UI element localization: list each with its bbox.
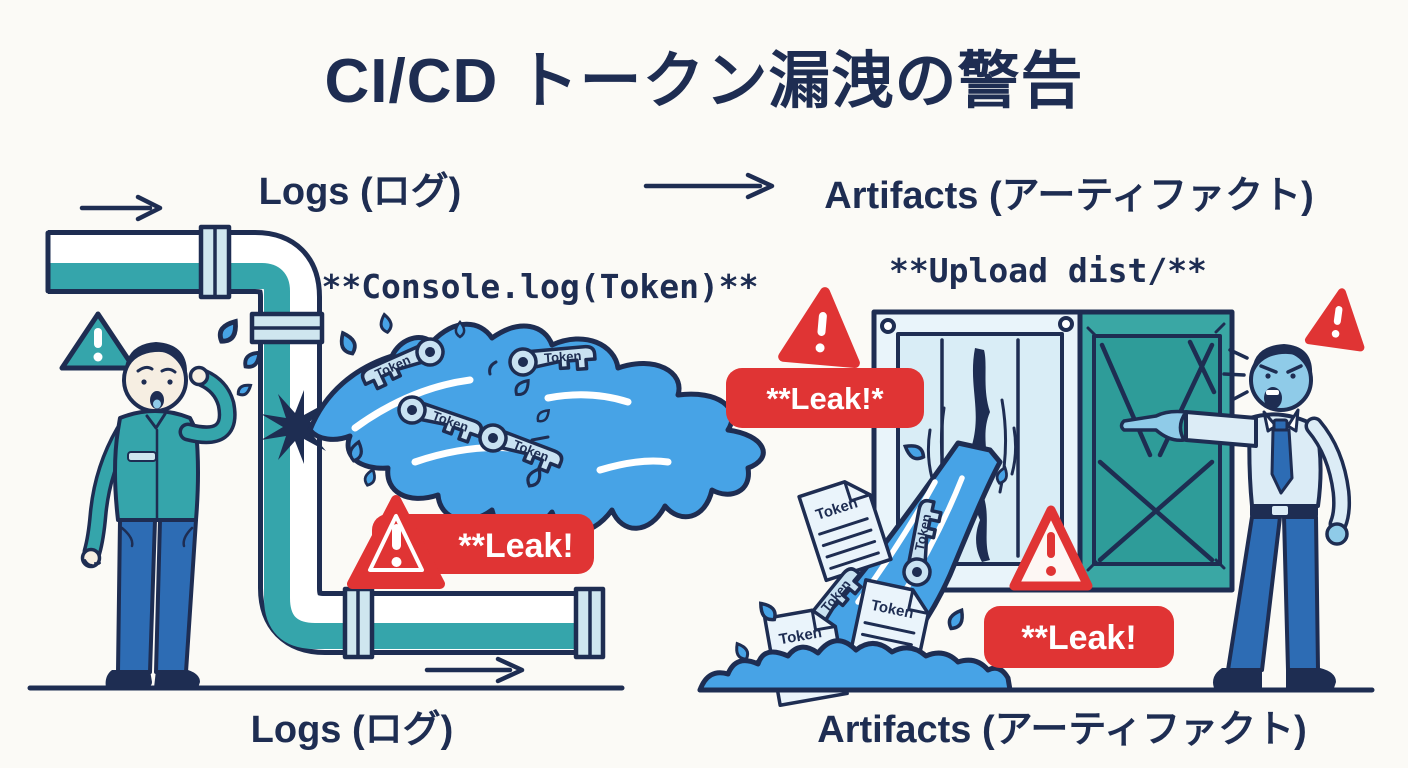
top-flow-row: Logs (ログ) Artifacts (アーティファクト) <box>79 171 1314 222</box>
fingers <box>84 559 101 566</box>
shoe <box>1213 668 1262 688</box>
leak-badge-artifact-bottom: **Leak! <box>984 505 1174 668</box>
crack-echo-lines <box>926 398 1018 494</box>
shoe <box>105 670 152 688</box>
belt-buckle <box>1272 506 1288 515</box>
eye <box>1290 373 1296 379</box>
exclamation-dot <box>93 352 103 362</box>
bolt <box>880 318 896 334</box>
splash-body <box>307 321 766 536</box>
inflow-arrow-icon <box>79 194 163 222</box>
pipe-coupling <box>198 224 232 300</box>
exclamation-dot <box>1046 566 1056 576</box>
tie <box>1270 428 1294 495</box>
hair <box>1251 344 1313 378</box>
crate-braces <box>1097 339 1217 563</box>
splash-droplets <box>339 312 551 488</box>
exclamation-dot <box>815 343 825 353</box>
hair <box>124 342 187 378</box>
page-title: CI/CD トークン漏洩の警告 <box>324 47 1083 116</box>
angry-developer <box>1119 288 1365 688</box>
exclamation-dot <box>1331 329 1340 338</box>
key-hole <box>912 567 922 577</box>
mouth-inner <box>153 399 161 409</box>
exclamation-mark <box>94 328 102 348</box>
key-hole <box>407 405 417 415</box>
token-key: Token <box>397 395 484 444</box>
worried-developer <box>59 311 262 688</box>
exclamation-mark <box>392 524 401 550</box>
water-puddle <box>697 638 1013 693</box>
token-key: Token <box>508 344 597 377</box>
bottom-label-artifacts: Artifacts (アーティファクト) <box>817 709 1306 751</box>
sweat-drops <box>217 318 262 397</box>
badge-pill <box>726 368 924 428</box>
bottom-label-logs: Logs (ログ) <box>251 709 454 751</box>
flow-arrow-icon <box>643 172 775 200</box>
doc-lines <box>818 517 880 570</box>
leg <box>1282 515 1320 672</box>
doc-lines <box>855 621 916 670</box>
chest-pocket <box>127 451 157 462</box>
angry-eyebrows <box>1259 364 1303 374</box>
top-label-logs: Logs (ログ) <box>259 171 462 213</box>
teeth <box>1266 390 1279 395</box>
upload-dist-annotation: **Upload dist/** <box>889 251 1207 290</box>
raised-arm-sleeve <box>182 372 234 441</box>
pipe-crack-burst <box>261 390 335 464</box>
token-document: Token <box>797 480 893 583</box>
pipe-coupling <box>249 311 325 345</box>
pipe-water-stripe <box>48 263 600 649</box>
top-label-artifacts: Artifacts (アーティファクト) <box>824 175 1313 217</box>
leak-badge-artifact-top: **Leak!* <box>726 287 924 428</box>
corner-ticks <box>1086 322 1226 572</box>
key-hole <box>425 347 435 357</box>
triangle-inner-border <box>368 514 424 572</box>
pipe-coupling <box>342 586 375 660</box>
pointing-hand <box>1119 409 1188 443</box>
exclamation-mark <box>1333 306 1343 325</box>
pipe-coupling <box>573 586 606 660</box>
stream-droplets <box>735 444 1008 661</box>
exclamation-dot <box>391 557 402 567</box>
leak-badge-label: **Leak! <box>458 527 573 565</box>
eye <box>1265 373 1271 379</box>
eye <box>141 379 147 385</box>
exclamation-mark <box>1047 532 1055 558</box>
eye <box>167 379 173 385</box>
shoe <box>154 670 200 688</box>
exclamation-mark <box>817 312 827 336</box>
key-hole <box>518 357 528 367</box>
arm-sleeve <box>1308 420 1348 530</box>
token-key: Token <box>478 423 564 474</box>
token-key-label: Token <box>544 348 582 366</box>
outflow-arrow-icon <box>424 656 525 684</box>
shoe <box>1286 668 1336 688</box>
bolt <box>1058 316 1074 332</box>
leak-badge-logs: **Leak! <box>347 495 594 589</box>
logs-scene: Token Token Token Token **Leak! <box>27 224 766 751</box>
leg <box>116 518 157 674</box>
shout-marks <box>1222 348 1249 402</box>
pointing-arm <box>1184 410 1258 448</box>
fist <box>1325 522 1349 546</box>
pocket-seams <box>120 526 194 548</box>
leak-badge-label: **Leak!* <box>766 381 884 416</box>
artifacts-scene: Token Token Token Token Token <box>697 287 1375 751</box>
key-hole <box>488 433 498 443</box>
leak-badge-label: **Leak! <box>1021 619 1136 657</box>
console-log-annotation: **Console.log(Token)** <box>321 267 758 306</box>
hand <box>188 365 210 387</box>
eyebrows <box>136 365 177 374</box>
collar <box>145 412 167 430</box>
badge-pill <box>984 606 1174 668</box>
